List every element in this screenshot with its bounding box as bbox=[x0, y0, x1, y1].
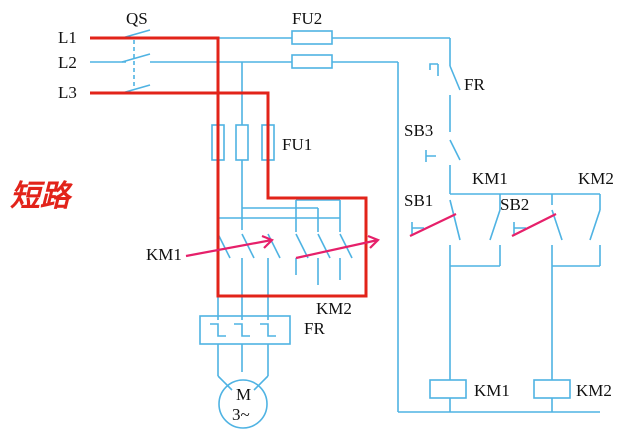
watermark: 头条 @老安电工速学 bbox=[478, 418, 599, 434]
label-fu2: FU2 bbox=[292, 9, 322, 28]
fuse-fu1 bbox=[211, 124, 275, 161]
label-l1: L1 bbox=[58, 28, 77, 47]
label-l3: L3 bbox=[58, 83, 77, 102]
fuse-fu2 bbox=[291, 30, 333, 69]
motor-phase-label: 3~ bbox=[232, 405, 250, 424]
power-wires bbox=[90, 29, 600, 413]
label-qs: QS bbox=[126, 9, 148, 28]
label-l2: L2 bbox=[58, 53, 77, 72]
coupling-arrows bbox=[185, 213, 557, 260]
label-fr-main: FR bbox=[304, 319, 325, 338]
coil-km1 bbox=[429, 379, 467, 399]
label-km2-main: KM2 bbox=[316, 299, 352, 318]
label-fu1: FU1 bbox=[282, 135, 312, 154]
motor: M 3~ bbox=[218, 379, 268, 429]
control-circuit bbox=[411, 63, 601, 412]
label-fr-contact: FR bbox=[464, 75, 485, 94]
label-sb1: SB1 bbox=[404, 191, 433, 210]
short-circuit-annotation: 短路 bbox=[10, 179, 73, 214]
coil-km2 bbox=[533, 379, 571, 399]
label-km2-coil: KM2 bbox=[576, 381, 612, 400]
label-km1-aux: KM1 bbox=[472, 169, 508, 188]
label-km1-coil: KM1 bbox=[474, 381, 510, 400]
short-circuit-path bbox=[90, 36, 368, 298]
thermal-relay-elements bbox=[210, 323, 276, 337]
label-sb2: SB2 bbox=[500, 195, 529, 214]
label-km2-aux: KM2 bbox=[578, 169, 614, 188]
label-km1-main: KM1 bbox=[146, 245, 182, 264]
motor-label: M bbox=[236, 385, 251, 404]
label-sb3: SB3 bbox=[404, 121, 433, 140]
